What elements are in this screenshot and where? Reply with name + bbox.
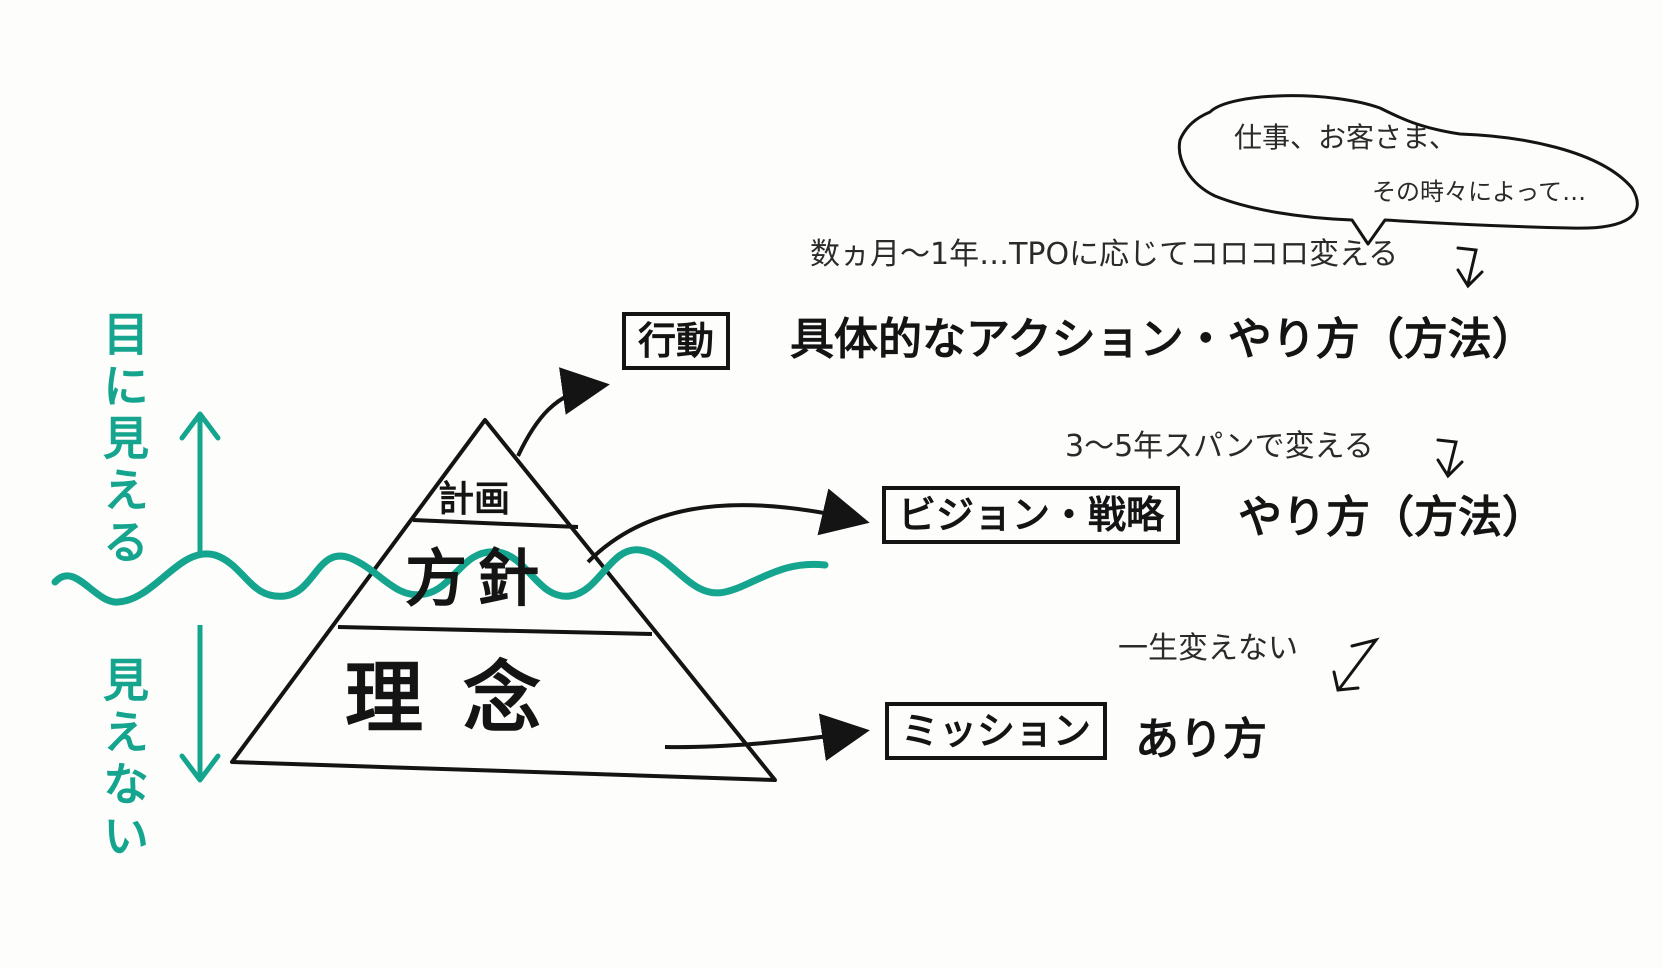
pyramid-divider-bottom xyxy=(337,625,653,636)
note-hook-vision xyxy=(1436,438,1464,479)
pyramid-tier-top: 計画 xyxy=(438,479,511,520)
label-visible: 目に見える xyxy=(96,310,150,570)
note-hook-action xyxy=(1456,246,1484,289)
note-hook-mission xyxy=(1332,637,1380,692)
invisible-arrow-head xyxy=(179,753,221,783)
note-mission: 一生変えない xyxy=(1118,631,1298,666)
pyramid-divider-top xyxy=(412,518,579,529)
box-vision: ビジョン・戦略 xyxy=(882,486,1181,544)
arrow-to-vision xyxy=(586,488,870,564)
speech-bubble xyxy=(1177,94,1639,246)
desc-action: 具体的なアクション・やり方（方法） xyxy=(790,314,1536,365)
label-invisible: 見えない xyxy=(96,656,150,864)
desc-vision: やり方（方法） xyxy=(1238,492,1546,543)
note-action: 数ヵ月〜1年…TPOに応じてコロコロ変える xyxy=(810,237,1399,272)
bubble-line-1: 仕事、お客さま、 xyxy=(1234,121,1457,154)
waterline-wave xyxy=(51,546,829,606)
box-action: 行動 xyxy=(622,312,731,370)
pyramid-tier-middle: 方針 xyxy=(405,542,550,615)
desc-mission: あり方 xyxy=(1135,714,1267,765)
note-vision: 3〜5年スパンで変える xyxy=(1065,429,1374,464)
pyramid-tier-bottom: 理念 xyxy=(345,654,582,744)
bubble-line-2: その時々によって… xyxy=(1372,178,1587,206)
arrow-to-action xyxy=(516,367,610,457)
box-mission: ミッション xyxy=(885,702,1108,760)
arrow-to-mission xyxy=(664,713,870,761)
visible-arrow-head xyxy=(179,411,221,441)
pyramid-outline xyxy=(230,418,777,782)
